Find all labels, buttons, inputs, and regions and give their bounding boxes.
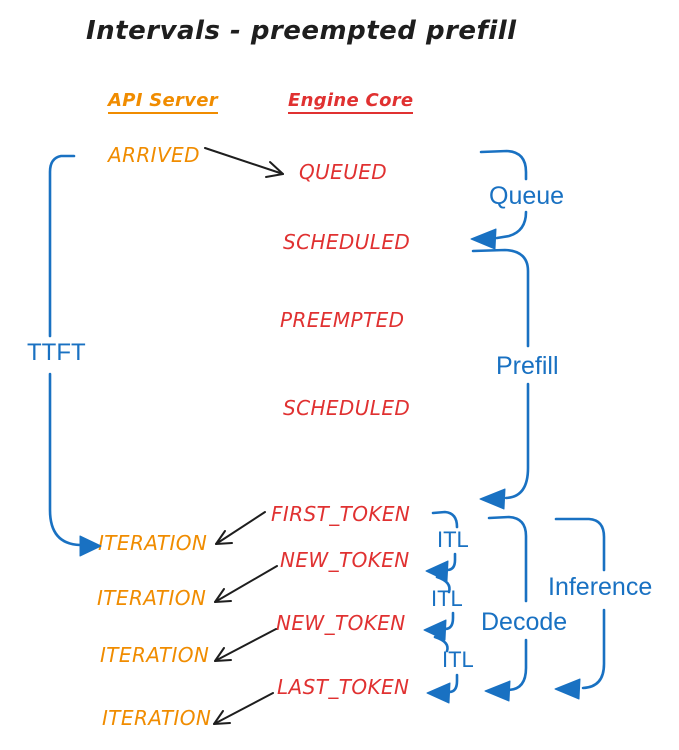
event-new-token-1: NEW_TOKEN bbox=[280, 548, 410, 572]
event-last-token: LAST_TOKEN bbox=[277, 675, 410, 699]
event-iteration-2: ITERATION bbox=[97, 586, 207, 610]
event-first-token: FIRST_TOKEN bbox=[271, 502, 411, 526]
interval-label-itl-1: ITL bbox=[437, 527, 469, 552]
itl-bracket-1 bbox=[425, 510, 459, 594]
interval-label-itl-2: ITL bbox=[431, 586, 463, 611]
event-iteration-1: ITERATION bbox=[98, 531, 208, 555]
decode-arrowhead-icon bbox=[484, 680, 511, 702]
interval-label-inference: Inference bbox=[548, 573, 653, 601]
event-scheduled-1: SCHEDULED bbox=[283, 230, 411, 254]
arrow-first-token-to-iteration-1 bbox=[215, 511, 266, 545]
diagram-title: Intervals - preempted prefill bbox=[86, 16, 517, 46]
interval-label-decode: Decode bbox=[481, 608, 568, 636]
arrow-new-token-2-to-iteration-3 bbox=[214, 628, 277, 662]
interval-label-itl-3: ITL bbox=[442, 647, 474, 672]
event-iteration-3: ITERATION bbox=[100, 643, 210, 667]
column-header-api-server: API Server bbox=[108, 90, 218, 114]
itl-bracket-3 bbox=[426, 673, 459, 704]
arrow-last-token-to-iteration-4 bbox=[213, 692, 274, 725]
prefill-arrowhead-icon bbox=[479, 488, 506, 510]
event-arrived: ARRIVED bbox=[108, 143, 200, 167]
interval-label-ttft: TTFT bbox=[27, 339, 86, 366]
inference-arrowhead-icon bbox=[554, 678, 581, 700]
queue-arrowhead-icon bbox=[470, 228, 497, 250]
itl-arrowhead-1-icon bbox=[425, 560, 449, 582]
arrow-new-token-1-to-iteration-2 bbox=[214, 565, 278, 603]
itl-bracket-2 bbox=[423, 611, 455, 653]
interval-label-prefill: Prefill bbox=[496, 352, 559, 380]
itl-arrowhead-2-icon bbox=[423, 619, 447, 641]
column-header-engine-core: Engine Core bbox=[288, 90, 414, 114]
event-new-token-2: NEW_TOKEN bbox=[276, 611, 406, 635]
arrow-arrived-to-queued bbox=[204, 147, 284, 178]
event-queued: QUEUED bbox=[299, 160, 388, 184]
event-preempted: PREEMPTED bbox=[280, 308, 405, 332]
interval-label-queue: Queue bbox=[489, 182, 565, 210]
event-iteration-4: ITERATION bbox=[102, 706, 212, 730]
event-scheduled-2: SCHEDULED bbox=[283, 396, 411, 420]
itl-arrowhead-3-icon bbox=[426, 682, 451, 704]
